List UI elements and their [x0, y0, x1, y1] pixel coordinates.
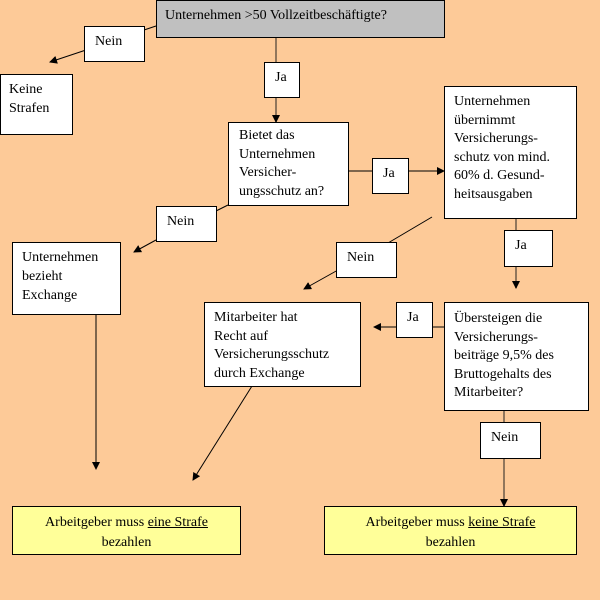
edge-label-yes-2: Ja — [372, 158, 409, 194]
edge-label-text: Nein — [347, 250, 375, 265]
node-line: beiträge 9,5% des — [454, 348, 554, 363]
node-line: Recht auf — [214, 328, 269, 344]
edge-nein-mitarbeiter — [303, 269, 339, 290]
node-line: ungsschutz an? — [239, 183, 325, 199]
edge-label-text: Ja — [275, 70, 287, 85]
result-penalty-node: Arbeitgeber muss eine Strafe bezahlen — [12, 506, 241, 555]
node-line: übernimmt — [454, 112, 516, 128]
edge-label-no-1: Nein — [84, 26, 145, 62]
node-line: Strafen — [9, 100, 50, 116]
node-line: Versicherungs- — [454, 131, 538, 146]
edge-label-yes-1: Ja — [264, 62, 300, 98]
question-exceeds-9-5-node: Übersteigen die Versicherungs- beiträge … — [444, 302, 589, 411]
edge-label-no-3: Nein — [336, 242, 397, 278]
edge-label-text: Ja — [407, 310, 419, 325]
node-line: Unternehmen — [454, 94, 531, 109]
edge-mitarbeiter-strafe — [192, 385, 253, 481]
node-line: Mitarbeiter hat — [214, 310, 298, 325]
node-line: heitsausgaben — [454, 186, 533, 202]
node-line: durch Exchange — [214, 365, 305, 381]
company-exchange-node: Unternehmen bezieht Exchange — [12, 242, 121, 315]
node-line: Versicherungs- — [454, 329, 538, 345]
edge-label-yes-3: Ja — [504, 230, 553, 267]
node-line: Übersteigen die — [454, 311, 543, 326]
question-offers-insurance-node: Bietet das Unternehmen Versicher- ungssc… — [228, 122, 349, 206]
edge-label-text: Nein — [95, 34, 123, 49]
result-penalty-line-1: Arbeitgeber muss eine Strafe — [21, 513, 232, 533]
result-emphasis: eine Strafe — [147, 515, 208, 530]
node-line: Keine — [9, 82, 43, 97]
edge-label-text: Nein — [491, 430, 519, 445]
edge-label-yes-4: Ja — [396, 302, 433, 338]
edge-60-nein — [387, 216, 433, 244]
node-line: Versicher- — [239, 165, 297, 180]
node-line: schutz von mind. — [454, 149, 551, 165]
edge-label-text: Nein — [167, 214, 195, 229]
no-penalties-node: Keine Strafen — [0, 74, 73, 135]
question-covers-60-percent-node: Unternehmen übernimmt Versicherungs- sch… — [444, 86, 577, 219]
result-no-penalty-node: Arbeitgeber muss keine Strafe bezahlen — [324, 506, 577, 555]
node-line: bezieht — [22, 269, 63, 284]
node-line: Exchange — [22, 288, 78, 303]
question-employees-text: Unternehmen >50 Vollzeitbeschäftigte? — [165, 8, 387, 23]
node-line: Bietet das — [239, 128, 295, 143]
node-line: Bruttogehalts des — [454, 366, 552, 382]
result-text: bezahlen — [101, 535, 152, 550]
node-line: 60% d. Gesund- — [454, 168, 545, 183]
result-text: Arbeitgeber muss — [45, 515, 148, 530]
edge-label-text: Ja — [383, 166, 395, 181]
result-text: Arbeitgeber muss — [365, 515, 469, 530]
node-line: Unternehmen — [22, 250, 99, 265]
edge-bietet-nein — [215, 204, 229, 212]
edge-nein-keine-strafen — [49, 49, 87, 64]
result-no-penalty-line-1: Arbeitgeber muss keine Strafe — [333, 513, 568, 533]
edge-top-nein — [143, 25, 157, 31]
node-line: Unternehmen — [239, 146, 316, 162]
result-text: bezahlen — [425, 535, 476, 550]
result-emphasis: keine Strafe — [468, 515, 536, 530]
edge-label-no-2: Nein — [156, 206, 217, 242]
question-employees-node: Unternehmen >50 Vollzeitbeschäftigte? — [156, 0, 445, 38]
edge-label-text: Ja — [515, 238, 527, 253]
edge-nein-exchange — [133, 239, 157, 253]
employee-right-node: Mitarbeiter hat Recht auf Versicherungss… — [204, 302, 361, 387]
edge-label-no-4: Nein — [480, 422, 541, 459]
node-line: Mitarbeiter? — [454, 385, 524, 400]
node-line: Versicherungsschutz — [214, 347, 330, 362]
